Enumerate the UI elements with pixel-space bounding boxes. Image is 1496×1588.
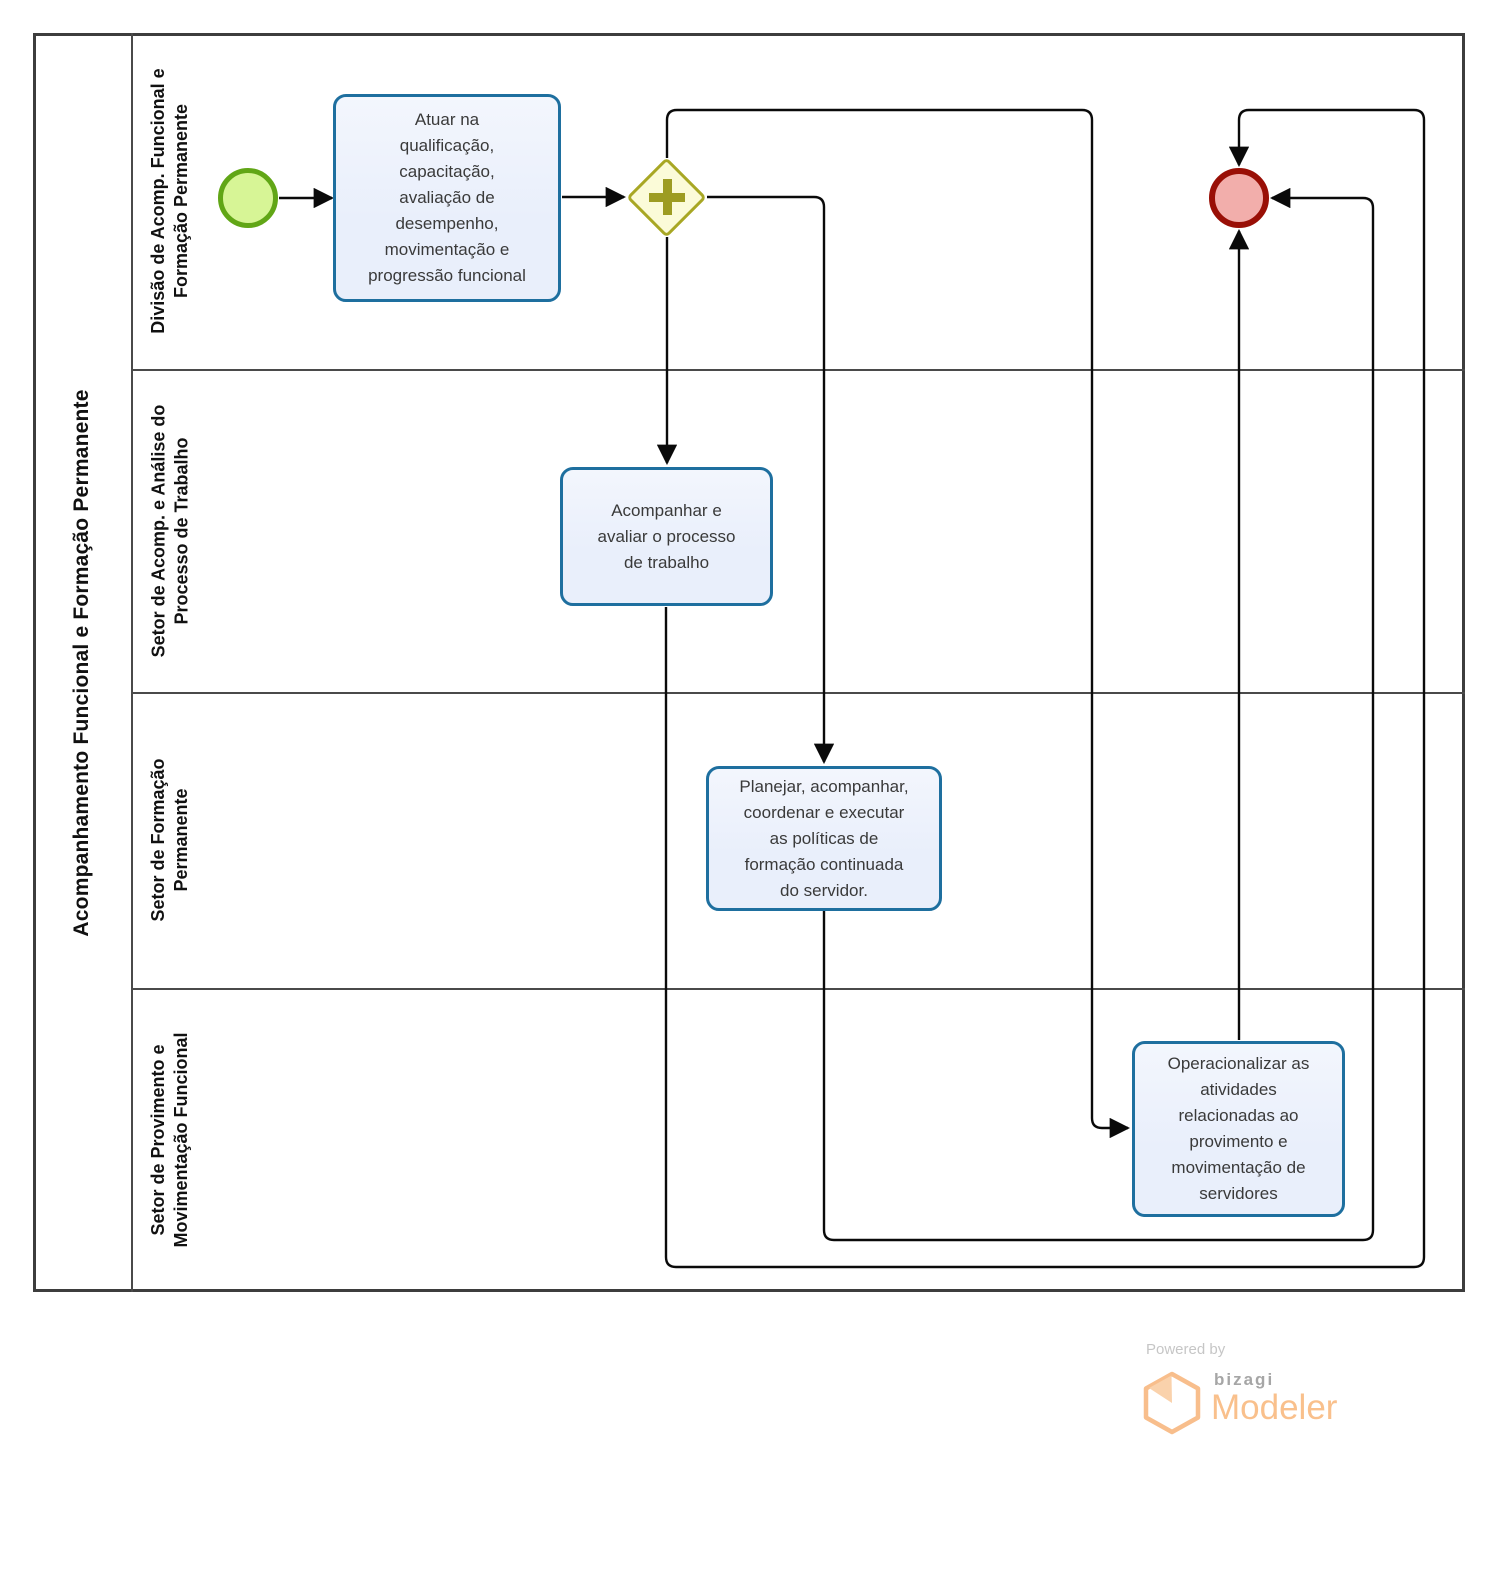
lane-label-setor-formacao: Setor de Formação Permanente <box>148 758 191 922</box>
end-event[interactable] <box>1209 168 1269 228</box>
task-atuar-label: Atuar na qualificação, capacitação, aval… <box>368 110 526 285</box>
pool-title-divider <box>131 33 133 1292</box>
lane-label-setor-provimento: Setor de Provimento e Movimentação Funci… <box>148 1032 191 1248</box>
lane-label-divisao: Divisão de Acomp. Funcional e Formação P… <box>148 68 191 334</box>
pool-title: Acompanhamento Funcional e Formação Perm… <box>70 388 93 937</box>
bizagi-wordmark: bizagi <box>1214 1370 1275 1389</box>
bizagi-hexagon-icon <box>1143 1371 1201 1435</box>
plus-icon <box>647 177 687 217</box>
lane-divider-3 <box>131 988 1465 990</box>
flow-gateway-to-operacionalizar[interactable] <box>665 108 1131 1139</box>
lane-divider-1 <box>131 369 1465 371</box>
task-acompanhar-label: Acompanhar e avaliar o processo de traba… <box>597 500 736 572</box>
task-planejar[interactable]: Planejar, acompanhar, coordenar e execut… <box>706 766 942 911</box>
task-planejar-label: Planejar, acompanhar, coordenar e execut… <box>739 776 909 900</box>
powered-by-label: Powered by <box>1146 1341 1226 1358</box>
modeler-wordmark: Modeler <box>1211 1388 1338 1427</box>
task-atuar[interactable]: Atuar na qualificação, capacitação, aval… <box>333 94 561 302</box>
flow-gateway-to-planejar[interactable] <box>707 195 835 765</box>
task-operacionalizar-label: Operacionalizar as atividades relacionad… <box>1167 1054 1310 1203</box>
lane-setor-provimento: Setor de Provimento e Movimentação Funci… <box>133 988 207 1292</box>
lane-setor-formacao: Setor de Formação Permanente <box>133 692 207 988</box>
lane-setor-acomp-analise: Setor de Acomp. e Análise do Processo de… <box>133 369 207 692</box>
lane-divider-2 <box>131 692 1465 694</box>
flow-acompanhar-to-end[interactable] <box>664 108 1426 1269</box>
lane-divisao-acomp: Divisão de Acomp. Funcional e Formação P… <box>133 33 207 369</box>
pool-title-band: Acompanhamento Funcional e Formação Perm… <box>33 33 131 1292</box>
lane-label-setor-acomp: Setor de Acomp. e Análise do Processo de… <box>148 404 191 657</box>
flow-planejar-to-end[interactable] <box>822 187 1375 1242</box>
task-acompanhar[interactable]: Acompanhar e avaliar o processo de traba… <box>560 467 773 606</box>
task-operacionalizar[interactable]: Operacionalizar as atividades relacionad… <box>1132 1041 1345 1217</box>
start-event[interactable] <box>218 168 278 228</box>
